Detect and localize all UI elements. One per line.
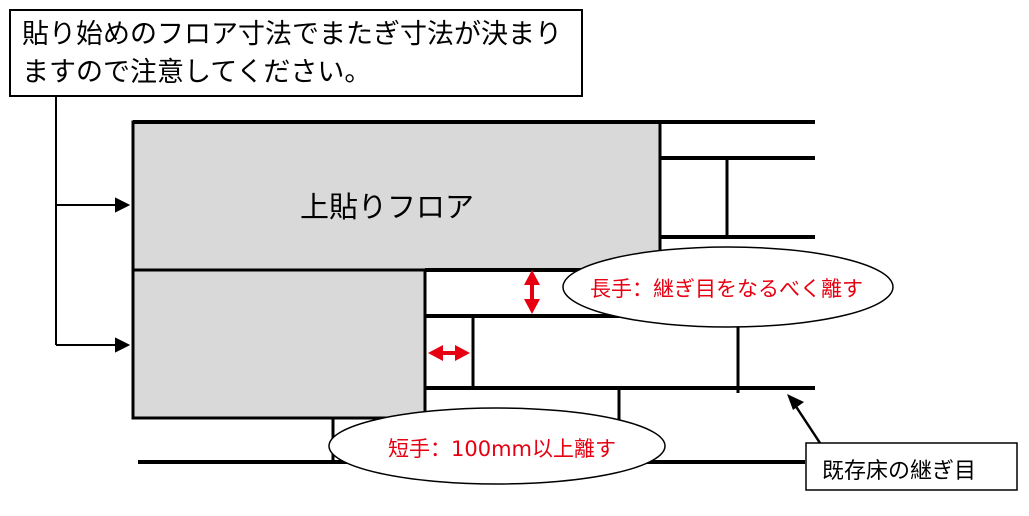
short-side-arrow: [428, 345, 470, 361]
existing-joint-box: [805, 442, 1018, 491]
callout-note: 貼り始めのフロア寸法でまたぎ寸法が決まり ますので注意してください。: [22, 16, 562, 92]
leader-lines: [55, 96, 131, 353]
long-side-bubble: [562, 246, 894, 328]
upper-floor-board-2: [131, 268, 427, 420]
upper-floor-label: 上貼りフロア: [300, 190, 475, 224]
short-side-bubble: [328, 407, 666, 485]
callout-line-2: ますので注意してください。: [22, 57, 372, 88]
upper-floor-board-1: [131, 120, 662, 272]
callout-line-1: 貼り始めのフロア寸法でまたぎ寸法が決まり: [22, 19, 562, 50]
existing-joint-label: 既存床の継ぎ目: [822, 459, 977, 484]
short-side-note: 短手：100mm以上離す: [388, 437, 616, 461]
joint-pointer-arrow: [787, 394, 822, 444]
long-side-arrow: [524, 270, 540, 314]
callout-box: [9, 9, 583, 97]
long-side-note: 長手：継ぎ目をなるべく離す: [590, 277, 863, 301]
